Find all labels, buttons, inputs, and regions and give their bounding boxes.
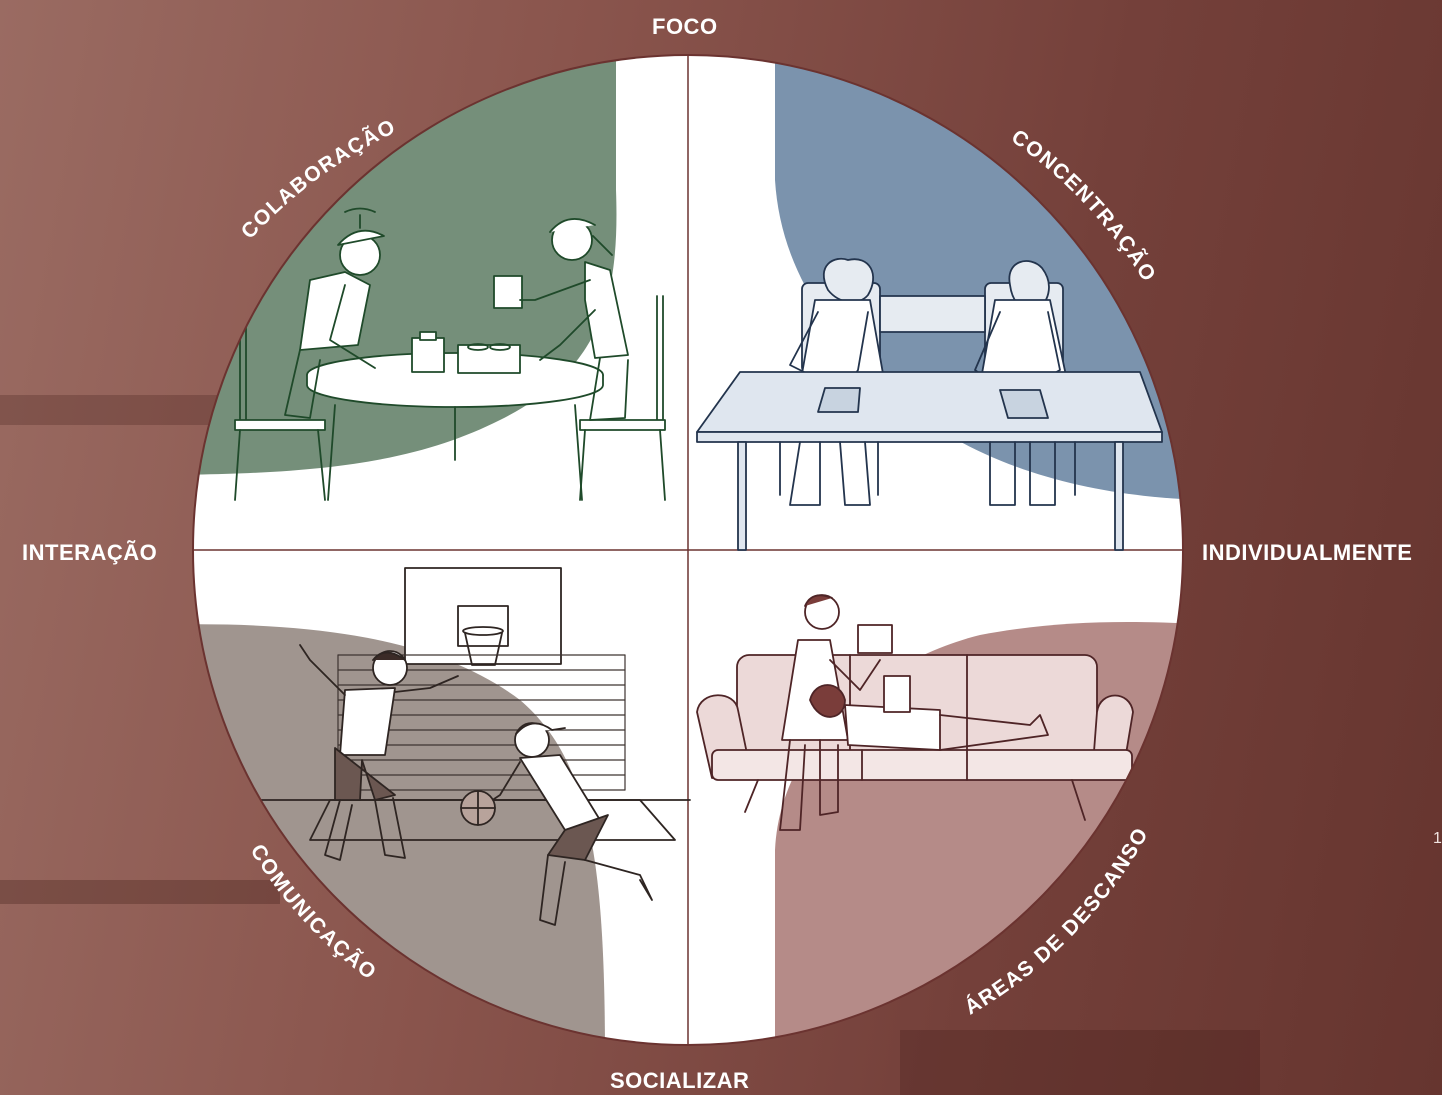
axis-label-right: INDIVIDUALMENTE bbox=[1202, 540, 1413, 565]
children-playing-basketball-icon bbox=[229, 567, 691, 926]
diagram-circle-outline bbox=[192, 54, 1184, 1046]
people-relaxing-on-sofa-icon bbox=[696, 594, 1134, 831]
page-number: 1 bbox=[1433, 830, 1442, 847]
two-children-at-round-table-icon bbox=[234, 207, 666, 501]
axis-label-top: FOCO bbox=[652, 14, 718, 39]
two-students-writing-at-desk-icon bbox=[696, 257, 1163, 551]
axis-label-bottom: SOCIALIZAR bbox=[610, 1068, 750, 1093]
axis-label-left: INTERAÇÃO bbox=[22, 540, 158, 565]
